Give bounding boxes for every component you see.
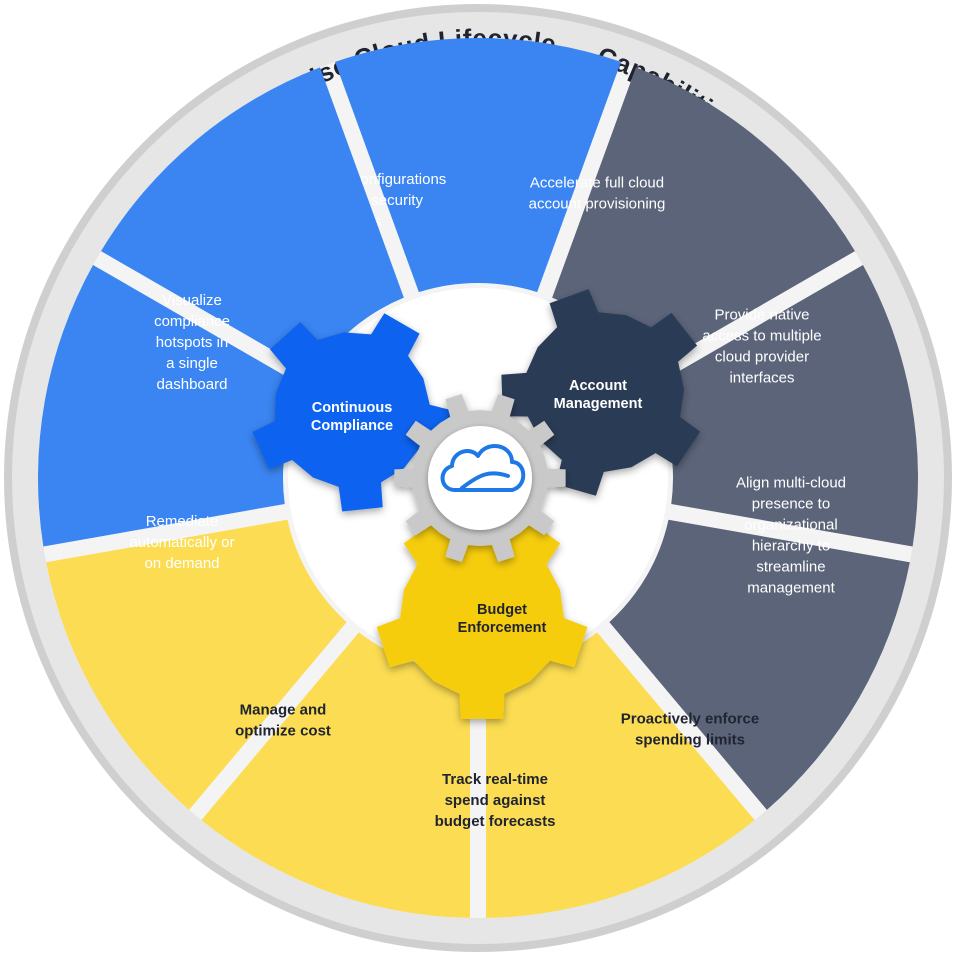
segment-label-line: compliance [154, 313, 230, 330]
segment-account [552, 67, 855, 374]
segment-label-line: streamline [756, 559, 825, 576]
segment-budget [485, 632, 755, 918]
segment-account [609, 519, 910, 810]
segment-label-line: Visualize [162, 292, 222, 309]
segment-compliance [101, 67, 404, 374]
segment-label: Visualize compliance hotspots in a single da… [154, 292, 230, 393]
account-gear-label-line: Management [554, 396, 643, 412]
segment-label-line: automatically or [129, 534, 234, 551]
segment-label: Accelerate full cloud account provisionin… [529, 175, 666, 213]
compliance-gear [252, 313, 454, 512]
segment-label-line: cloud provider [715, 349, 809, 366]
segments-group: Prevent misconfigurationsand detect secu… [38, 38, 918, 918]
segment-label-line: Manage and [240, 702, 327, 719]
segment-label-line: spending limits [635, 732, 745, 749]
segment-label-line: Proactively enforce [621, 711, 759, 728]
budget-gear-label-line: Enforcement [458, 620, 547, 636]
segment-label-line: dashboard [157, 376, 228, 393]
segment-label: Provide native access to multiple cloud pr… [702, 307, 821, 387]
cloud-icon [440, 444, 526, 492]
segment-label: Manage and optimize cost [235, 702, 331, 740]
budget-gear-label-line: Budget [477, 602, 527, 618]
segment-label: Remediate automatically or on demand [129, 513, 234, 572]
segment-label-line: Accelerate full cloud [530, 175, 664, 192]
segment-label-line: hierarchy to [752, 538, 830, 555]
segment-label-line: Track real-time [442, 771, 548, 788]
segment-account [650, 264, 918, 547]
segment-label-line: optimize cost [235, 723, 331, 740]
segment-budget [46, 519, 347, 810]
segment-label-line: account provisioning [529, 196, 666, 213]
budget-gear [376, 518, 588, 719]
segment-budget [201, 632, 471, 918]
segment-label: Align multi-cloud presence to organization… [736, 475, 846, 597]
segment-compliance [38, 264, 306, 547]
segment-label: Track real-time spend against budget forec… [435, 771, 556, 830]
segment-label-line: on demand [144, 555, 219, 572]
segment-label-line: spend against [445, 792, 546, 809]
segment-label-line: interfaces [729, 370, 794, 387]
segment-label-line: organizational [744, 517, 837, 534]
segment-label-line: Remediate [146, 513, 219, 530]
segment-label-line: hotspots in [156, 334, 229, 351]
account-gear-label-line: Account [569, 378, 627, 394]
segment-compliance [335, 38, 621, 293]
segment-label-line: budget forecasts [435, 813, 556, 830]
segment-label-line: Align multi-cloud [736, 475, 846, 492]
segment-label-line: management [747, 580, 835, 597]
compliance-gear-label-line: Compliance [311, 418, 393, 434]
segment-label-line: a single [166, 355, 218, 372]
segment-label-line: access to multiple [702, 328, 821, 345]
compliance-gear-label-line: Continuous [312, 400, 393, 416]
segment-label-line: presence to [752, 496, 830, 513]
segment-label-line: Provide native [714, 307, 809, 324]
account-gear [501, 289, 701, 496]
segment-label: Proactively enforce spending limits [621, 711, 759, 749]
